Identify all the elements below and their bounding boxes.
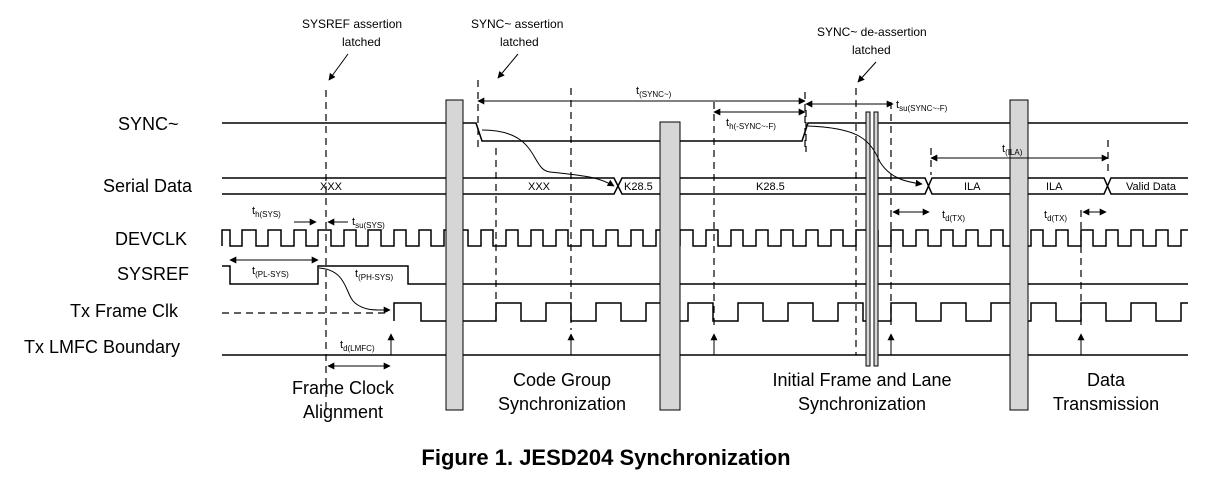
serial-ila-1: ILA: [964, 181, 981, 193]
t-d-tx-1: td(TX): [942, 209, 965, 223]
sysref-latched-line1: SYSREF assertion: [302, 17, 402, 31]
phase-ila-line1: Initial Frame and Lane: [772, 370, 951, 390]
figure-caption: Figure 1. JESD204 Synchronization: [421, 445, 790, 470]
phase-ila-line2: Synchronization: [798, 394, 926, 414]
devclk-waveform: [221, 229, 1188, 247]
t-sync: t(SYNC~): [636, 85, 672, 99]
sysref-waveform: [222, 265, 1188, 285]
sync-assert-latched-line1: SYNC~ assertion: [471, 17, 563, 31]
t-h-sys: th(SYS): [252, 205, 281, 219]
sync-label: SYNC~: [118, 114, 179, 134]
t-d-tx-2: td(TX): [1044, 209, 1067, 223]
phase-data-tx-line1: Data: [1087, 370, 1126, 390]
t-ila: t(ILA): [1002, 143, 1023, 157]
devclk-label: DEVCLK: [115, 229, 187, 249]
tx-lmfc-boundary-label: Tx LMFC Boundary: [24, 337, 180, 357]
serial-data-label: Serial Data: [103, 176, 193, 196]
phase-frame-clock-line1: Frame Clock: [292, 378, 395, 398]
tx-frame-clk-waveform: [393, 302, 1188, 322]
serial-xxx-2: XXX: [528, 181, 551, 193]
phase-data-tx-line2: Transmission: [1053, 394, 1159, 414]
reference-lines: [325, 80, 1109, 410]
sysref-label: SYSREF: [117, 264, 189, 284]
serial-xxx-1: XXX: [320, 181, 343, 193]
sync-assert-latched-line2: latched: [500, 35, 539, 49]
phase-separators: [445, 99, 1029, 411]
sync-deassert-latched-line1: SYNC~ de-assertion: [817, 25, 927, 39]
t-pl-sys: t(PL-SYS): [252, 265, 289, 279]
serial-data-bus: XXX XXX K28.5 K28.5 ILA ILA Valid Data: [222, 177, 1188, 195]
phase-code-group-line2: Synchronization: [498, 394, 626, 414]
t-h-sync-f: th(-SYNC~-F): [726, 117, 776, 131]
t-d-lmfc: td(LMFC): [340, 339, 375, 353]
serial-ila-2: ILA: [1046, 181, 1063, 193]
causality-arrows: [318, 125, 923, 314]
latch-annotations: SYSREF assertion latched SYNC~ assertion…: [302, 17, 927, 83]
phase-labels: Frame Clock Alignment Code Group Synchro…: [292, 370, 1159, 422]
timing-dimensions: t(SYNC~) tsu(SYNC~-F) th(-SYNC~-F) t(ILA…: [229, 85, 1109, 370]
serial-k285-1: K28.5: [624, 181, 653, 193]
phase-code-group-line1: Code Group: [513, 370, 611, 390]
sync-waveform: [222, 122, 1188, 142]
serial-valid-data: Valid Data: [1126, 181, 1177, 193]
phase-frame-clock-line2: Alignment: [303, 402, 383, 422]
tx-frame-clk-label: Tx Frame Clk: [70, 301, 179, 321]
sync-deassert-latched-line2: latched: [852, 43, 891, 57]
t-su-sys: tsu(SYS): [352, 216, 385, 230]
t-su-sync-f: tsu(SYNC~-F): [896, 99, 948, 113]
serial-k285-2: K28.5: [756, 181, 785, 193]
t-ph-sys: t(PH-SYS): [355, 268, 394, 282]
tx-lmfc-boundary-waveform: [222, 333, 1188, 356]
sysref-latched-line2: latched: [342, 35, 381, 49]
signal-labels: SYNC~ Serial Data DEVCLK SYSREF Tx Frame…: [24, 114, 193, 357]
